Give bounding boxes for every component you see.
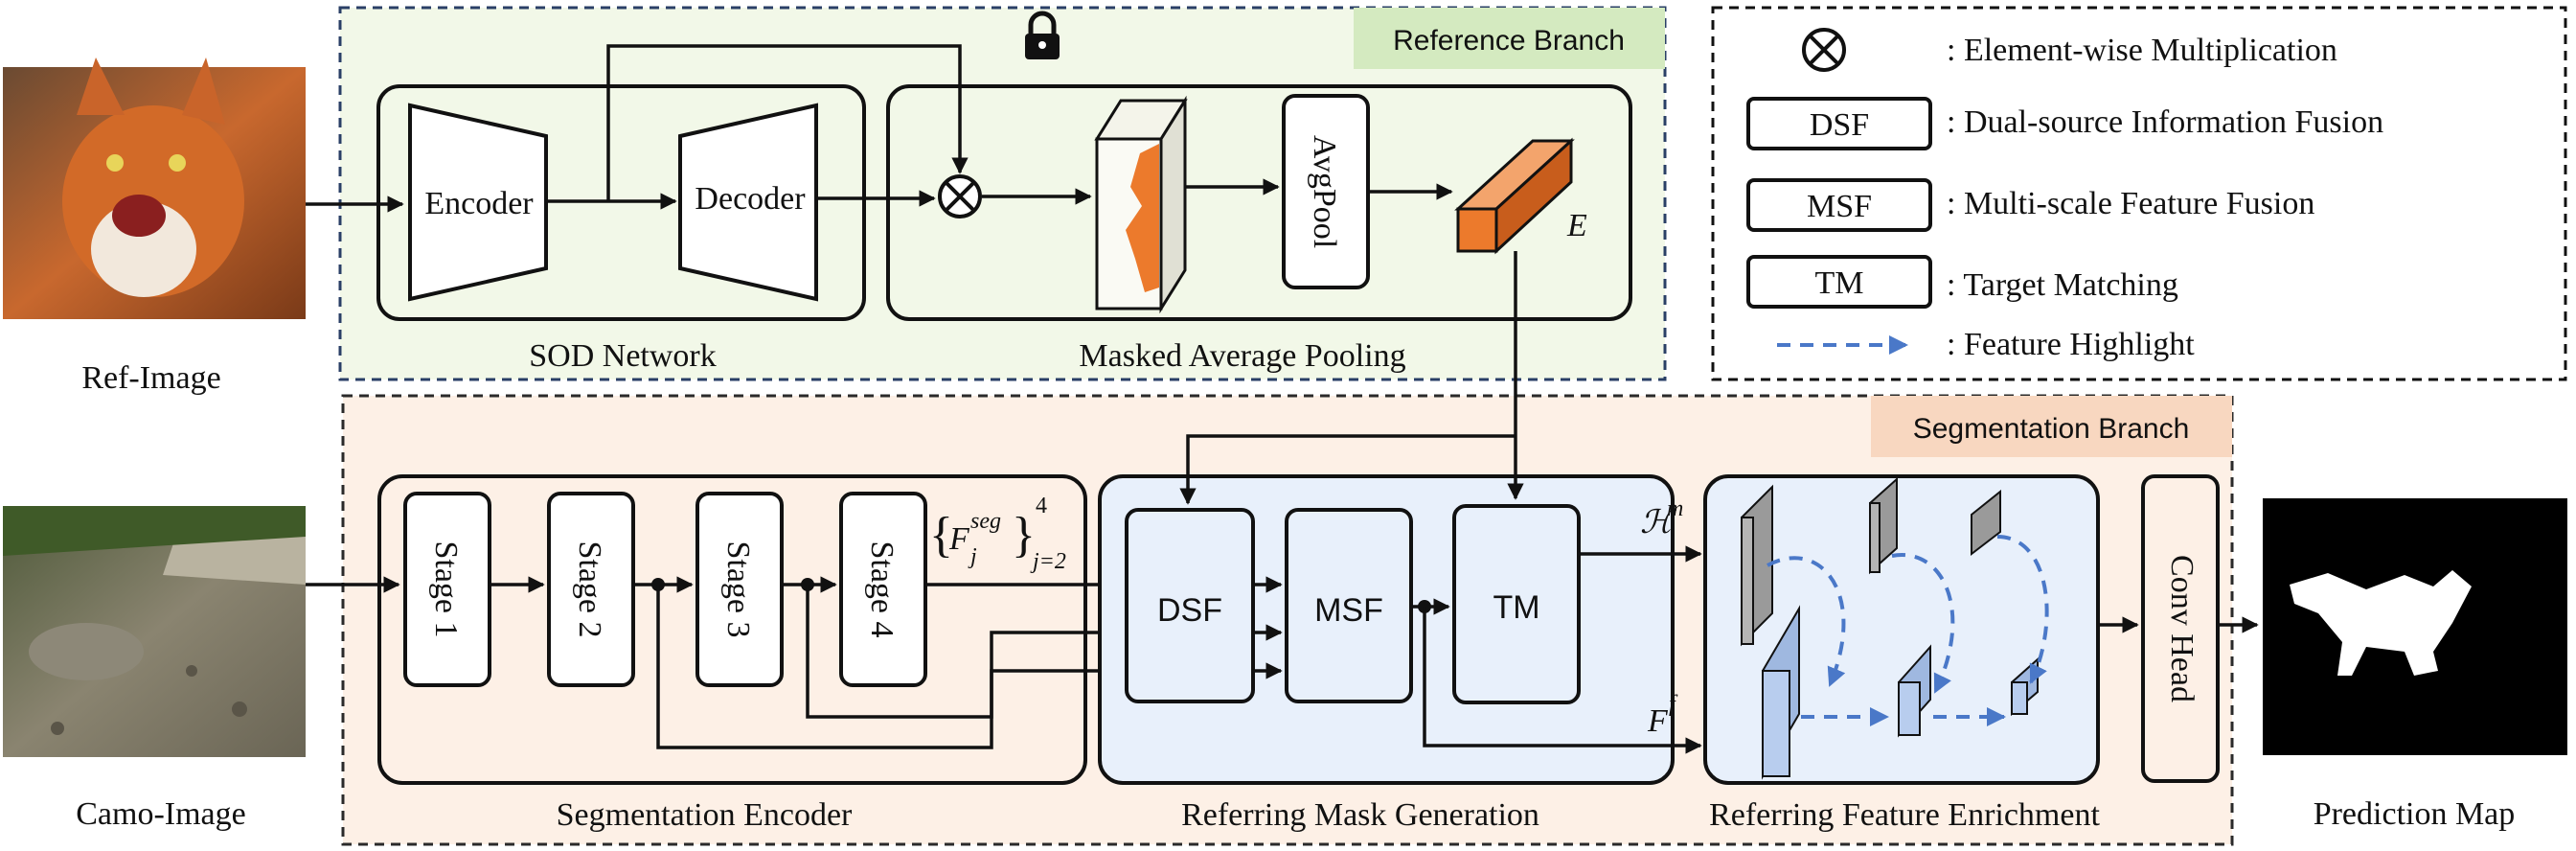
avgpool-label: AvgPool <box>1307 135 1342 248</box>
fseg-range-sub: j=2 <box>1030 549 1066 574</box>
fseg-base: F <box>948 521 970 557</box>
reference-branch-label: Reference Branch <box>1393 25 1625 57</box>
conv-head-block <box>2141 474 2220 783</box>
segmentation-encoder-box <box>377 474 1087 785</box>
segmentation-branch-tag <box>1871 396 2232 457</box>
masked-average-pooling-label: Masked Average Pooling <box>1079 338 1405 374</box>
referring-feature-enrichment-box <box>1703 474 2100 785</box>
gray-feature-maps <box>1741 476 2001 647</box>
segmentation-branch-label: Segmentation Branch <box>1913 413 2190 445</box>
legend-dsf-box <box>1746 97 1932 150</box>
stage-1-label: Stage 1 <box>428 540 464 637</box>
decoder-label: Decoder <box>695 181 806 217</box>
multiply-icon <box>938 174 982 218</box>
referring-feature-enrichment-label: Referring Feature Enrichment <box>1709 797 2100 833</box>
prediction-map <box>2263 498 2567 755</box>
encoder-block <box>408 103 548 302</box>
legend-tm-desc: : Target Matching <box>1947 267 2178 303</box>
fseg-notation: { F seg j } 4 j=2 <box>929 494 1066 574</box>
legend-msf-box <box>1746 178 1932 232</box>
legend-dsf-desc: : Dual-source Information Fusion <box>1947 104 2383 140</box>
ref-image <box>3 58 306 319</box>
e-symbol: E <box>1566 208 1587 243</box>
stage-3-block <box>695 492 784 687</box>
legend-msf-key: MSF <box>1807 189 1872 224</box>
conv-head-label: Conv Head <box>2164 555 2200 702</box>
dsf-label: DSF <box>1157 592 1222 629</box>
stage-2-block <box>547 492 635 687</box>
legend-dsf-key: DSF <box>1810 107 1869 143</box>
referring-mask-generation-label: Referring Mask Generation <box>1181 797 1539 833</box>
legend-multiply-desc: : Element-wise Multiplication <box>1947 33 2337 68</box>
fseg-range-sup: 4 <box>1036 494 1047 518</box>
stage-4-block <box>839 492 927 687</box>
stage-1-block <box>403 492 491 687</box>
stage-4-label: Stage 4 <box>864 540 900 637</box>
svg-text:}: } <box>1012 508 1036 563</box>
h-m-notation: ℋ m <box>1640 496 1683 540</box>
encoder-label: Encoder <box>424 186 534 221</box>
h-m-base: ℋ <box>1640 505 1677 540</box>
sod-network-label: SOD Network <box>529 338 716 374</box>
legend-tm-key: TM <box>1815 265 1864 301</box>
legend-msf-desc: : Multi-scale Feature Fusion <box>1947 186 2314 221</box>
decoder-block <box>678 103 818 302</box>
dsf-block <box>1125 508 1255 703</box>
tm-block <box>1452 504 1581 704</box>
segmentation-encoder-label: Segmentation Encoder <box>557 797 853 833</box>
camo-image-label: Camo-Image <box>76 796 246 832</box>
fseg-sub: j <box>968 544 977 569</box>
camo-image <box>3 506 306 757</box>
f-f-sup: f <box>1669 692 1678 717</box>
masked-average-pooling-box <box>886 84 1632 321</box>
legend-highlight-desc: : Feature Highlight <box>1947 327 2195 362</box>
lock-icon <box>1025 11 1060 59</box>
f-f-base: F <box>1647 703 1669 739</box>
f-f-notation: F f <box>1647 692 1678 739</box>
legend-tm-box <box>1746 255 1932 309</box>
reference-branch-tag <box>1354 8 1665 69</box>
prediction-map-label: Prediction Map <box>2314 796 2516 832</box>
stage-3-label: Stage 3 <box>720 540 756 637</box>
prototype-e-cube <box>1454 137 1575 255</box>
svg-text:{: { <box>929 508 953 563</box>
msf-label: MSF <box>1314 592 1383 629</box>
stage-2-label: Stage 2 <box>572 540 607 637</box>
fseg-sup: seg <box>970 509 1001 534</box>
legend-multiply-icon <box>1802 28 1846 72</box>
blue-feature-maps <box>1762 605 2039 780</box>
ref-image-label: Ref-Image <box>81 360 220 396</box>
masked-feature-slab <box>1094 95 1188 314</box>
h-m-sup: m <box>1667 496 1683 521</box>
tm-label: TM <box>1493 589 1539 626</box>
feature-highlight-arrows <box>1767 535 2049 726</box>
